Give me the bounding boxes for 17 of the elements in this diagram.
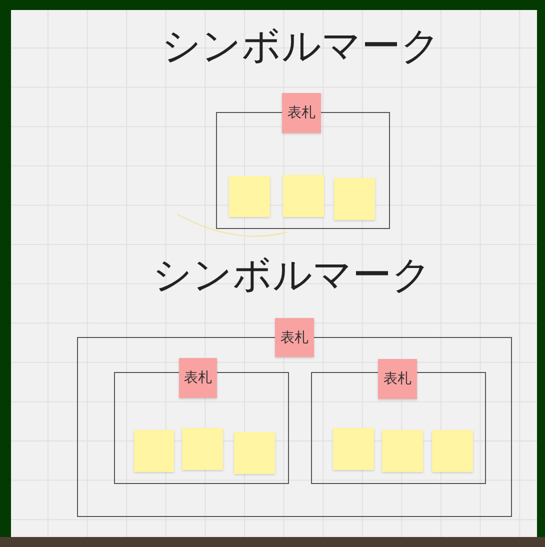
sticky-note [334, 178, 375, 220]
heading-text: シンボルマーク [162, 27, 440, 66]
sticky-note [182, 428, 223, 470]
sticky-note [229, 176, 270, 217]
sticky-note: 表札 [378, 359, 417, 399]
sticky-note [134, 430, 174, 472]
sticky-note [382, 430, 423, 472]
frame-box [311, 372, 486, 484]
sticky-note: 表札 [179, 358, 217, 398]
sticky-note: 表札 [275, 318, 314, 357]
sticky-note [333, 428, 374, 470]
sticky-note: 表札 [282, 93, 321, 133]
sticky-note [432, 430, 473, 472]
frame-box [114, 372, 289, 484]
sticky-note [283, 175, 324, 217]
sticky-note [234, 432, 275, 474]
heading-text: シンボルマーク [152, 256, 432, 295]
